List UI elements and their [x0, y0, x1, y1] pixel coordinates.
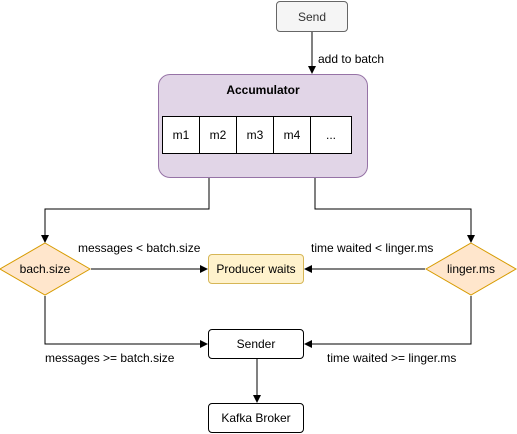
edge-accumulator-batchsize: [41, 178, 210, 243]
send-label: Send: [297, 9, 327, 24]
kafka-broker-label: Kafka Broker: [221, 411, 291, 425]
time-gte-label: time waited >= linger.ms: [327, 351, 457, 365]
producer-waits-label: Producer waits: [216, 262, 296, 276]
sender-label: Sender: [236, 337, 276, 351]
edge-lingerms-sender: [304, 296, 472, 348]
messages-gte-label: messages >= batch.size: [45, 351, 175, 365]
kafka-broker-node: Kafka Broker: [208, 403, 304, 433]
message-queue: m1 m2 m3 m4 ...: [162, 116, 352, 154]
time-lt-label: time waited < linger.ms: [311, 241, 434, 255]
edge-batchsize-sender: [44, 296, 208, 348]
sender-node: Sender: [208, 329, 304, 359]
add-to-batch-label: add to batch: [318, 52, 385, 66]
message-cell: m1: [162, 116, 200, 154]
message-cell-ellipsis: ...: [310, 116, 352, 154]
accumulator-title: Accumulator: [226, 83, 300, 97]
linger-ms-decision-shape: [425, 242, 517, 296]
message-cell: m2: [199, 116, 237, 154]
producer-waits-node: Producer waits: [208, 254, 304, 284]
messages-lt-label: messages < batch.size: [78, 241, 201, 255]
message-cell: m3: [236, 116, 274, 154]
message-cell: m4: [273, 116, 311, 154]
accumulator-node: Accumulator m1 m2 m3 m4 ...: [158, 74, 368, 178]
batch-size-decision-shape: [0, 242, 91, 296]
edge-accumulator-lingerms: [314, 178, 475, 243]
batch-size-decision-label: bach.size: [19, 262, 71, 276]
linger-ms-decision-label: linger.ms: [446, 262, 496, 276]
send-node: Send: [276, 1, 348, 32]
